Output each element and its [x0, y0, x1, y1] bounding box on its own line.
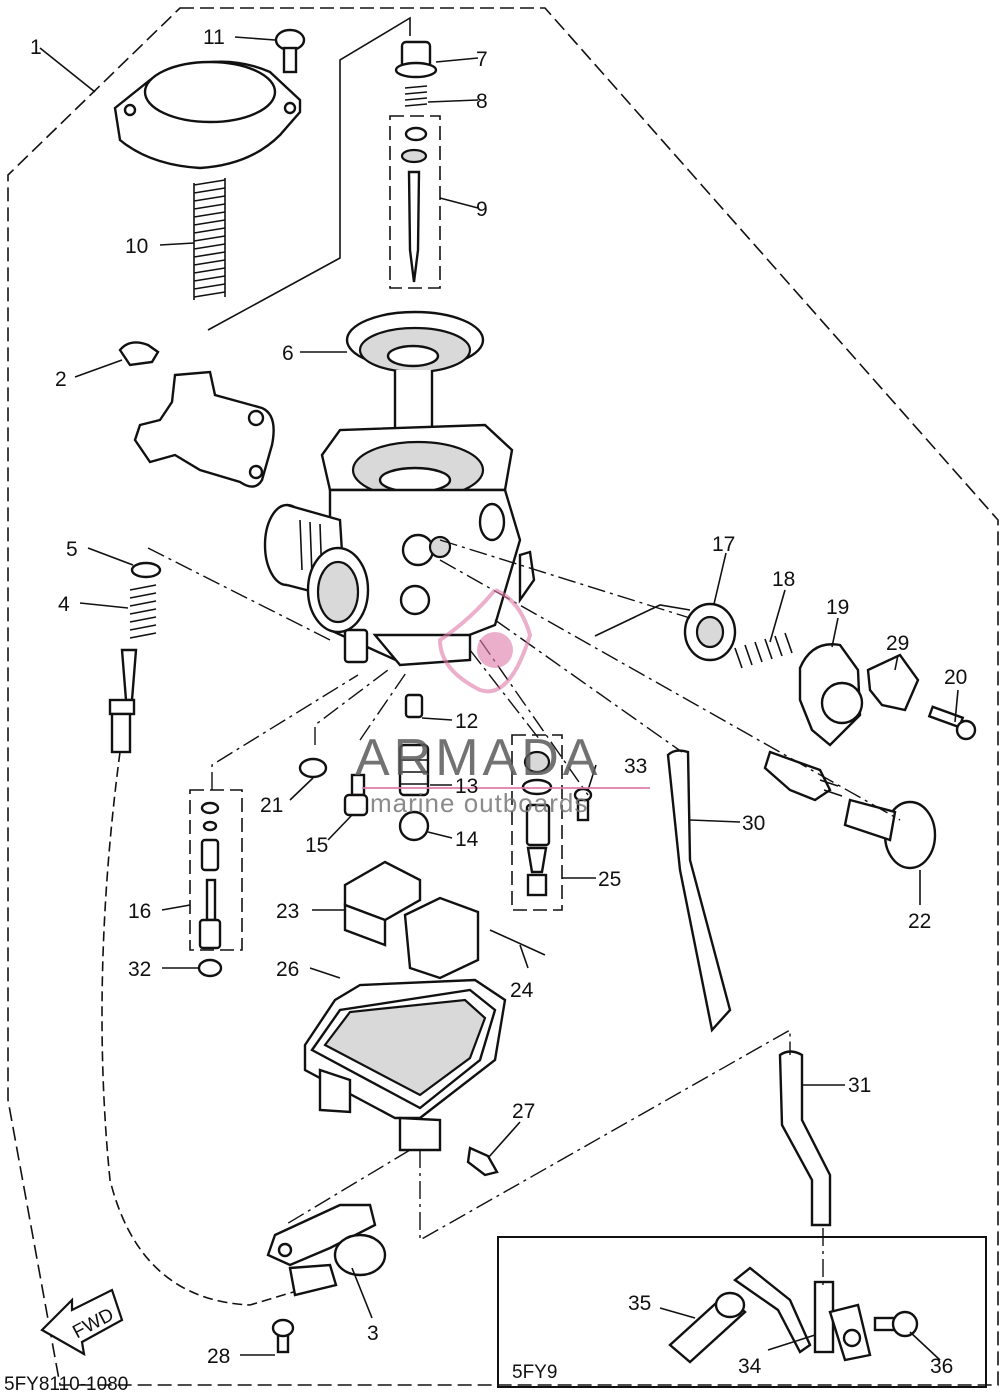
watermark-tagline: marine outboards	[370, 788, 588, 818]
callout-1: 1	[30, 36, 42, 59]
jet-group-16	[189, 789, 243, 951]
inset-label: 5FY9	[512, 1362, 557, 1383]
callout-35: 35	[628, 1292, 651, 1315]
tubes	[666, 749, 832, 1227]
starter-parts	[683, 602, 977, 870]
diaphragm-6	[345, 310, 485, 447]
watermark-brand: ARMADA	[355, 729, 601, 787]
callout-9: 9	[476, 198, 488, 221]
fwd-arrow: FWD	[40, 1288, 124, 1357]
callout-13: 13	[455, 775, 478, 798]
callout-34: 34	[738, 1355, 762, 1378]
callout-10: 10	[125, 235, 148, 258]
callout-12: 12	[455, 710, 478, 733]
inset-parts	[668, 1266, 919, 1364]
callout-21: 21	[260, 794, 283, 817]
callout-27: 27	[512, 1100, 535, 1123]
throttle-bracket	[118, 341, 275, 488]
callout-36: 36	[930, 1355, 953, 1378]
spring-10	[193, 178, 226, 300]
callout-2: 2	[55, 368, 67, 391]
callout-22: 22	[908, 910, 931, 933]
callout-26: 26	[276, 958, 299, 981]
callout-20: 20	[944, 666, 967, 689]
callout-5: 5	[66, 538, 78, 561]
callout-30: 30	[742, 812, 765, 835]
callout-labels: 1 2 3 4 5 6 7 8 9 10 11 12 13 14 15 16 1…	[30, 26, 967, 1378]
carburetor-body	[263, 423, 536, 667]
callout-32: 32	[128, 958, 151, 981]
reference-code: 5FY8110-1080	[4, 1374, 128, 1395]
callout-11: 11	[203, 26, 225, 49]
callout-29: 29	[886, 632, 909, 655]
callout-4: 4	[58, 593, 70, 616]
callout-19: 19	[826, 596, 849, 619]
watermark-logo	[477, 632, 513, 668]
callout-24: 24	[510, 979, 534, 1002]
callout-15: 15	[305, 834, 328, 857]
top-cover-assembly	[113, 28, 306, 170]
leader-lines	[39, 16, 959, 1361]
needle-assembly	[394, 40, 438, 283]
jet-parts	[189, 693, 593, 978]
callout-33: 33	[624, 755, 647, 778]
callout-17: 17	[712, 533, 735, 556]
callout-23: 23	[276, 900, 299, 923]
callout-25: 25	[598, 868, 621, 891]
callout-31: 31	[848, 1074, 871, 1097]
callout-28: 28	[207, 1345, 230, 1368]
inset-box	[497, 1236, 987, 1388]
assembly-boundary	[7, 7, 999, 1386]
float-bowl-parts	[271, 860, 546, 1354]
callout-14: 14	[455, 828, 479, 851]
needle-group-box	[389, 115, 441, 289]
float-valve-group-25	[511, 734, 563, 911]
watermark: ARMADA marine outboards	[355, 588, 650, 818]
callout-16: 16	[128, 900, 151, 923]
callout-7: 7	[476, 48, 488, 71]
callout-8: 8	[476, 90, 488, 113]
callout-18: 18	[772, 568, 795, 591]
callout-3: 3	[367, 1322, 379, 1345]
callout-6: 6	[282, 342, 294, 365]
choke-cable	[101, 561, 387, 1306]
